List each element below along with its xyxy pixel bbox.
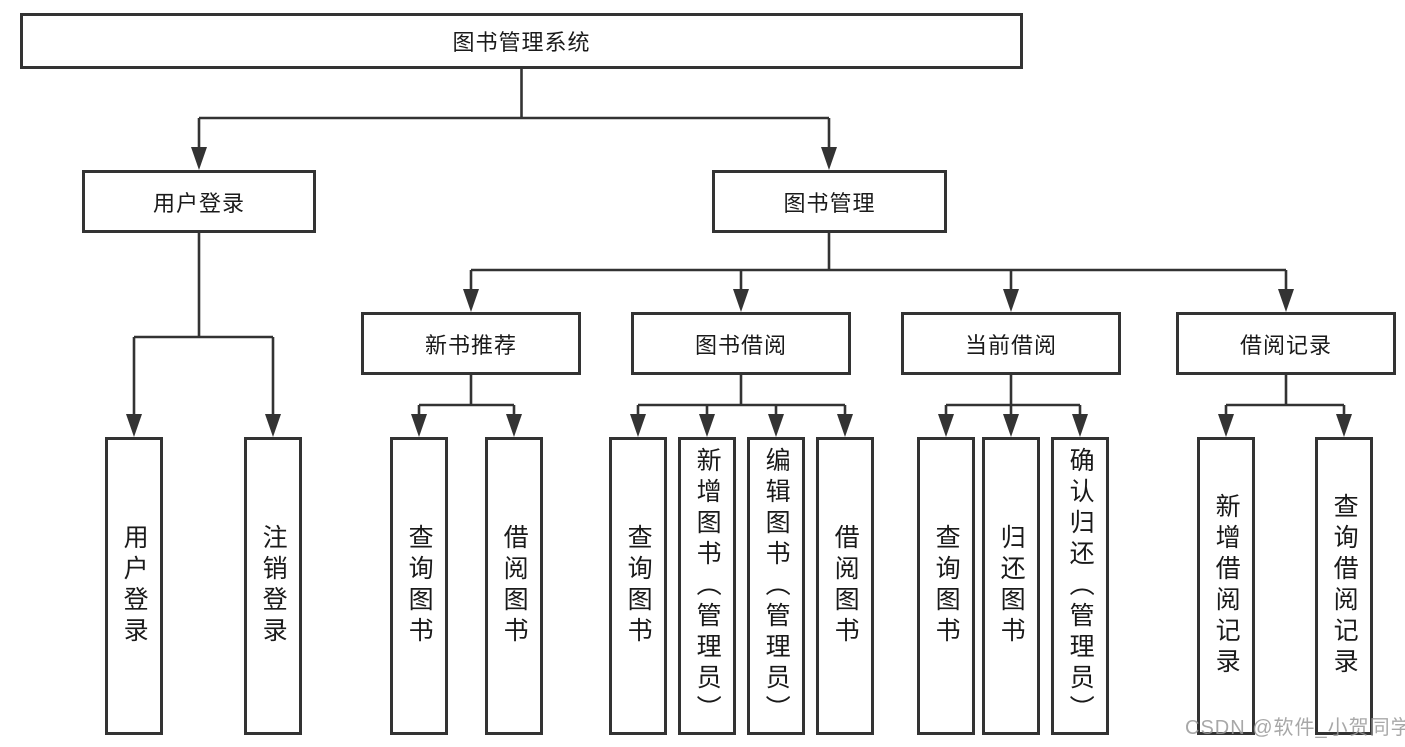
node-user-login: 用户登录 bbox=[82, 170, 316, 233]
leaf-current-return-books: 归还图书 bbox=[982, 437, 1040, 735]
leaf-label: 新增借阅记录 bbox=[1212, 493, 1241, 679]
leaf-records-query-borrow-record: 查询借阅记录 bbox=[1315, 437, 1373, 735]
leaf-label: 用户登录 bbox=[120, 524, 149, 648]
leaf-borrow-add-books-admin: 新增图书（管理员） bbox=[678, 437, 736, 735]
node-label: 新书推荐 bbox=[424, 332, 517, 358]
node-label: 图书管理 bbox=[783, 190, 876, 216]
node-book-management: 图书管理 bbox=[712, 170, 947, 233]
leaf-current-confirm-return-admin: 确认归还（管理员） bbox=[1051, 437, 1109, 735]
node-label: 图书管理系统 bbox=[452, 30, 591, 55]
node-label: 当前借阅 bbox=[964, 332, 1057, 358]
leaf-label: 查询借阅记录 bbox=[1330, 493, 1359, 679]
leaf-borrow-edit-books-admin: 编辑图书（管理员） bbox=[747, 437, 805, 735]
node-root-library-management-system: 图书管理系统 bbox=[20, 13, 1023, 69]
leaf-label: 借阅图书 bbox=[831, 524, 860, 648]
arrowheads bbox=[126, 147, 1352, 437]
leaf-user-login: 用户登录 bbox=[105, 437, 163, 735]
leaf-label: 借阅图书 bbox=[500, 524, 529, 648]
leaf-label: 确认归还（管理员） bbox=[1066, 446, 1095, 726]
node-label: 图书借阅 bbox=[694, 332, 787, 358]
leaf-label: 新增图书（管理员） bbox=[693, 446, 722, 726]
leaf-recommend-query-books: 查询图书 bbox=[390, 437, 448, 735]
csdn-watermark: CSDN @软件_小贺同学 bbox=[1185, 717, 1405, 739]
leaf-label: 查询图书 bbox=[624, 524, 653, 648]
node-new-book-recommend: 新书推荐 bbox=[361, 312, 581, 375]
leaf-label: 查询图书 bbox=[405, 524, 434, 648]
leaf-label: 注销登录 bbox=[259, 524, 288, 648]
leaf-label: 编辑图书（管理员） bbox=[762, 446, 791, 726]
node-borrow-records: 借阅记录 bbox=[1176, 312, 1396, 375]
leaf-logout: 注销登录 bbox=[244, 437, 302, 735]
connector-segments bbox=[132, 69, 1346, 415]
leaf-records-add-borrow-record: 新增借阅记录 bbox=[1197, 437, 1255, 735]
leaf-borrow-query-books: 查询图书 bbox=[609, 437, 667, 735]
leaf-label: 查询图书 bbox=[932, 524, 961, 648]
node-label: 借阅记录 bbox=[1239, 332, 1332, 358]
node-label: 用户登录 bbox=[152, 190, 245, 216]
leaf-recommend-borrow-books: 借阅图书 bbox=[485, 437, 543, 735]
node-book-borrow: 图书借阅 bbox=[631, 312, 851, 375]
leaf-borrow-borrow-books: 借阅图书 bbox=[816, 437, 874, 735]
node-current-borrow: 当前借阅 bbox=[901, 312, 1121, 375]
leaf-label: 归还图书 bbox=[997, 524, 1026, 648]
leaf-current-query-books: 查询图书 bbox=[917, 437, 975, 735]
